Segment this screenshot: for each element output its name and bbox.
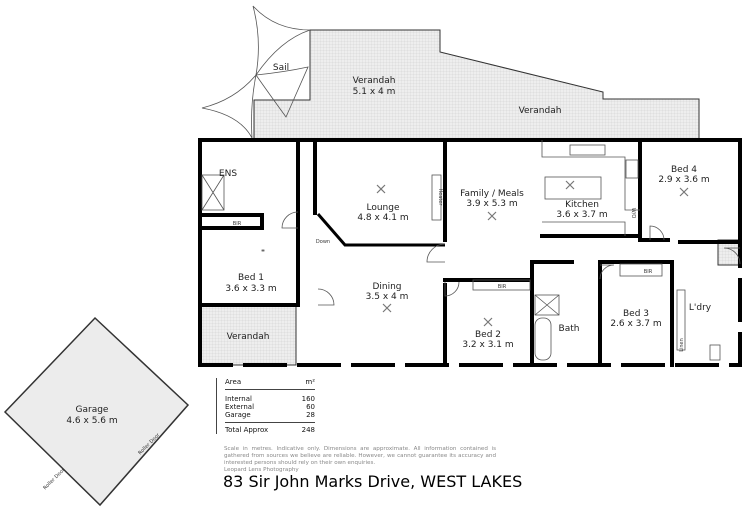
- room-label-bed2: Bed 2: [475, 330, 501, 340]
- area-unit: m²: [305, 378, 315, 386]
- address-title: 83 Sir John Marks Drive, WEST LAKES: [223, 472, 523, 491]
- area-total-row: Total Approx 248: [225, 422, 315, 434]
- room-label-verandah-top: Verandah: [353, 76, 396, 86]
- kitchen-benches: [541, 140, 640, 236]
- room-size-bed4: 2.9 x 3.6 m: [658, 175, 709, 185]
- door-swings: [281, 211, 741, 306]
- room-label-sail: Sail: [273, 63, 289, 73]
- label-bir-bed2: BIR: [498, 284, 507, 290]
- sail-shade: [201, 5, 311, 139]
- room-size-kitchen: 3.6 x 3.7 m: [556, 210, 607, 220]
- label-wo: W/O: [630, 208, 636, 219]
- lounge-diagonal-wall: [316, 213, 445, 247]
- label-bir-bed1: BIR: [233, 221, 242, 227]
- verandah-area: [253, 29, 700, 141]
- room-label-laundry: L'dry: [689, 303, 712, 313]
- room-size-bed2: 3.2 x 3.1 m: [462, 340, 513, 350]
- label-linen: Linen: [679, 338, 685, 352]
- area-label: External: [225, 403, 255, 411]
- area-table: Area m² Internal 160 External 60 Garage 28 T…: [216, 378, 315, 434]
- credit: Leopard Lens Photography: [224, 467, 299, 473]
- room-label-bed1: Bed 1: [238, 273, 264, 283]
- room-label-verandah-right: Verandah: [519, 106, 562, 116]
- room-size-family: 3.9 x 5.3 m: [466, 199, 517, 209]
- garage-area: [3, 316, 190, 507]
- room-label-bed4: Bed 4: [671, 165, 697, 175]
- area-row: Internal 160: [225, 395, 315, 403]
- area-header: Area: [225, 378, 242, 386]
- area-value: 28: [306, 411, 315, 419]
- ceiling-fan-icons: [376, 180, 689, 327]
- label-roller-door-2: Roller Door: [42, 467, 67, 492]
- area-row: Garage 28: [225, 411, 315, 419]
- area-label: Garage: [225, 411, 251, 419]
- area-total-label: Total Approx: [225, 426, 269, 434]
- room-size-garage: 4.6 x 5.6 m: [66, 416, 117, 426]
- fixtures: [201, 174, 721, 361]
- label-heater: Heater: [437, 189, 443, 207]
- room-label-bed3: Bed 3: [623, 309, 649, 319]
- room-label-bath: Bath: [559, 324, 580, 334]
- room-size-dining: 3.5 x 4 m: [366, 292, 409, 302]
- area-total-value: 248: [301, 426, 315, 434]
- room-label-dining: Dining: [372, 282, 401, 292]
- room-label-family: Family / Meals: [460, 189, 524, 199]
- area-label: Internal: [225, 395, 252, 403]
- room-size-bed3: 2.6 x 3.7 m: [610, 319, 661, 329]
- area-value: 160: [301, 395, 315, 403]
- room-label-ens: ENS: [219, 169, 237, 179]
- room-label-verandah-lower: Verandah: [227, 332, 270, 342]
- room-label-garage: Garage: [76, 405, 109, 415]
- room-label-lounge: Lounge: [366, 203, 399, 213]
- area-row: External 60: [225, 403, 315, 411]
- room-size-lounge: 4.8 x 4.1 m: [357, 213, 408, 223]
- area-value: 60: [306, 403, 315, 411]
- room-size-verandah-top: 5.1 x 4 m: [353, 87, 396, 97]
- room-size-bed1: 3.6 x 3.3 m: [225, 284, 276, 294]
- room-label-kitchen: Kitchen: [565, 200, 599, 210]
- label-bir-bed3: BIR: [644, 269, 653, 275]
- verandah-lower-area: [199, 304, 297, 366]
- disclaimer: Scale in metres. Indicative only. Dimens…: [224, 446, 496, 466]
- label-down: Down: [316, 239, 330, 245]
